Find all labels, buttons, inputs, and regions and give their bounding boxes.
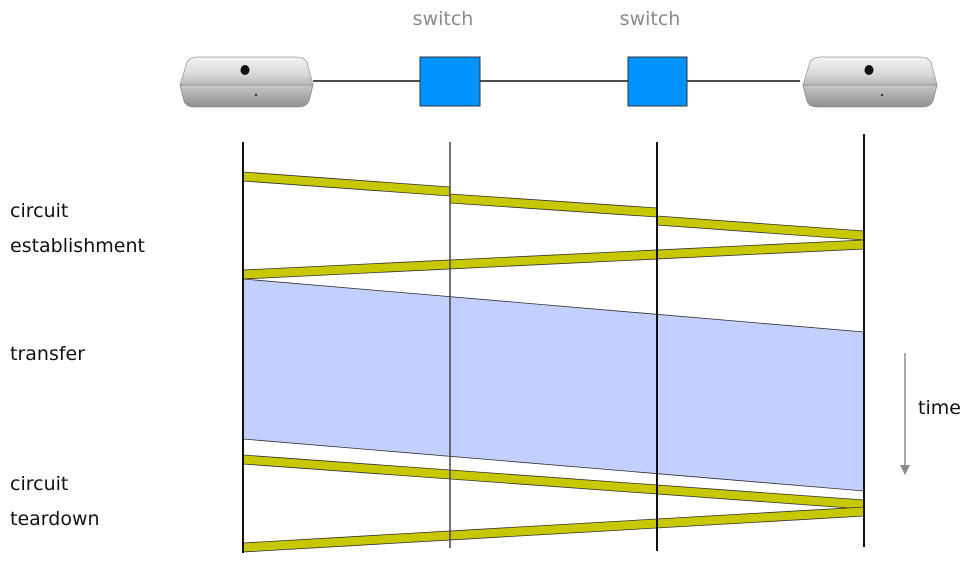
teardown-ack xyxy=(242,506,865,553)
setup-hop-1 xyxy=(242,171,451,197)
switch-2-box xyxy=(627,56,688,107)
phase-label-establishment: circuit establishment xyxy=(10,194,145,264)
mac-mini-icon xyxy=(802,56,938,108)
transfer-block xyxy=(242,278,865,492)
setup-hop-3 xyxy=(656,215,865,241)
setup-hop-2 xyxy=(449,193,658,218)
time-arrow-icon xyxy=(900,353,910,475)
switch-label-2: switch xyxy=(619,8,681,30)
phase-label-teardown: circuit teardown xyxy=(10,467,100,537)
phase-label-teardown-line2: teardown xyxy=(10,508,100,530)
phase-label-teardown-line1: circuit xyxy=(10,473,69,495)
phase-label-establishment-line1: circuit xyxy=(10,200,69,222)
time-label: time xyxy=(918,397,961,419)
phase-label-establishment-line2: establishment xyxy=(10,235,145,257)
phase-label-transfer: transfer xyxy=(10,343,86,365)
setup-ack xyxy=(242,239,865,280)
establishment-messages xyxy=(242,171,865,280)
switch-label-1: switch xyxy=(412,8,474,30)
switch-1-box xyxy=(419,56,481,107)
mac-mini-icon xyxy=(179,56,314,108)
